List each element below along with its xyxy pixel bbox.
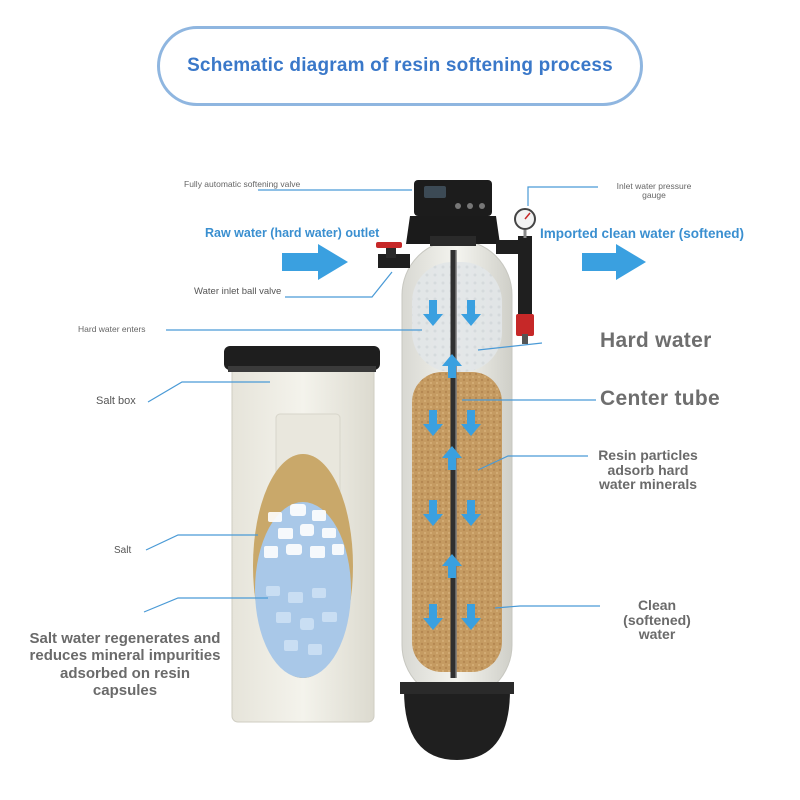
salt-box-lid: [224, 346, 380, 370]
label-salt: Salt: [114, 545, 132, 556]
resin-tank: [400, 239, 514, 760]
tank-base: [404, 690, 510, 760]
flow-arrows: [282, 244, 646, 280]
label-salt-box: Salt box: [96, 395, 136, 407]
title-box: Schematic diagram of resin softening pro…: [157, 26, 643, 106]
label-salt-water-regenerates: Salt water regenerates and reduces miner…: [29, 630, 221, 699]
inlet-pipe: [376, 242, 410, 268]
label-softening-valve: Fully automatic softening valve: [184, 179, 301, 189]
label-hard-water: Hard water: [600, 329, 712, 352]
label-resin-particles: Resin particles adsorb hard water minera…: [598, 447, 698, 493]
label-clean-softened-water: Clean (softened) water: [623, 597, 691, 643]
diagram-title: Schematic diagram of resin softening pro…: [187, 55, 613, 76]
hard-water-zone: [412, 262, 502, 372]
softening-valve: [406, 180, 500, 246]
label-inlet-pressure-gauge: Inlet water pressure gauge: [616, 181, 692, 200]
label-hard-water-enters: Hard water enters: [78, 324, 146, 334]
salt-box: [224, 346, 380, 723]
outlet-pipe: [496, 208, 536, 344]
resin-bed: [412, 372, 502, 672]
brine: [255, 502, 351, 678]
leader-lines: [143, 186, 600, 613]
label-raw-water-outlet: Raw water (hard water) outlet: [205, 226, 380, 240]
label-imported-clean-water: Imported clean water (softened): [540, 226, 745, 241]
tank-flow-arrows: [423, 300, 481, 630]
label-center-tube: Center tube: [600, 387, 720, 410]
label-water-inlet-ball-valve: Water inlet ball valve: [194, 286, 282, 297]
